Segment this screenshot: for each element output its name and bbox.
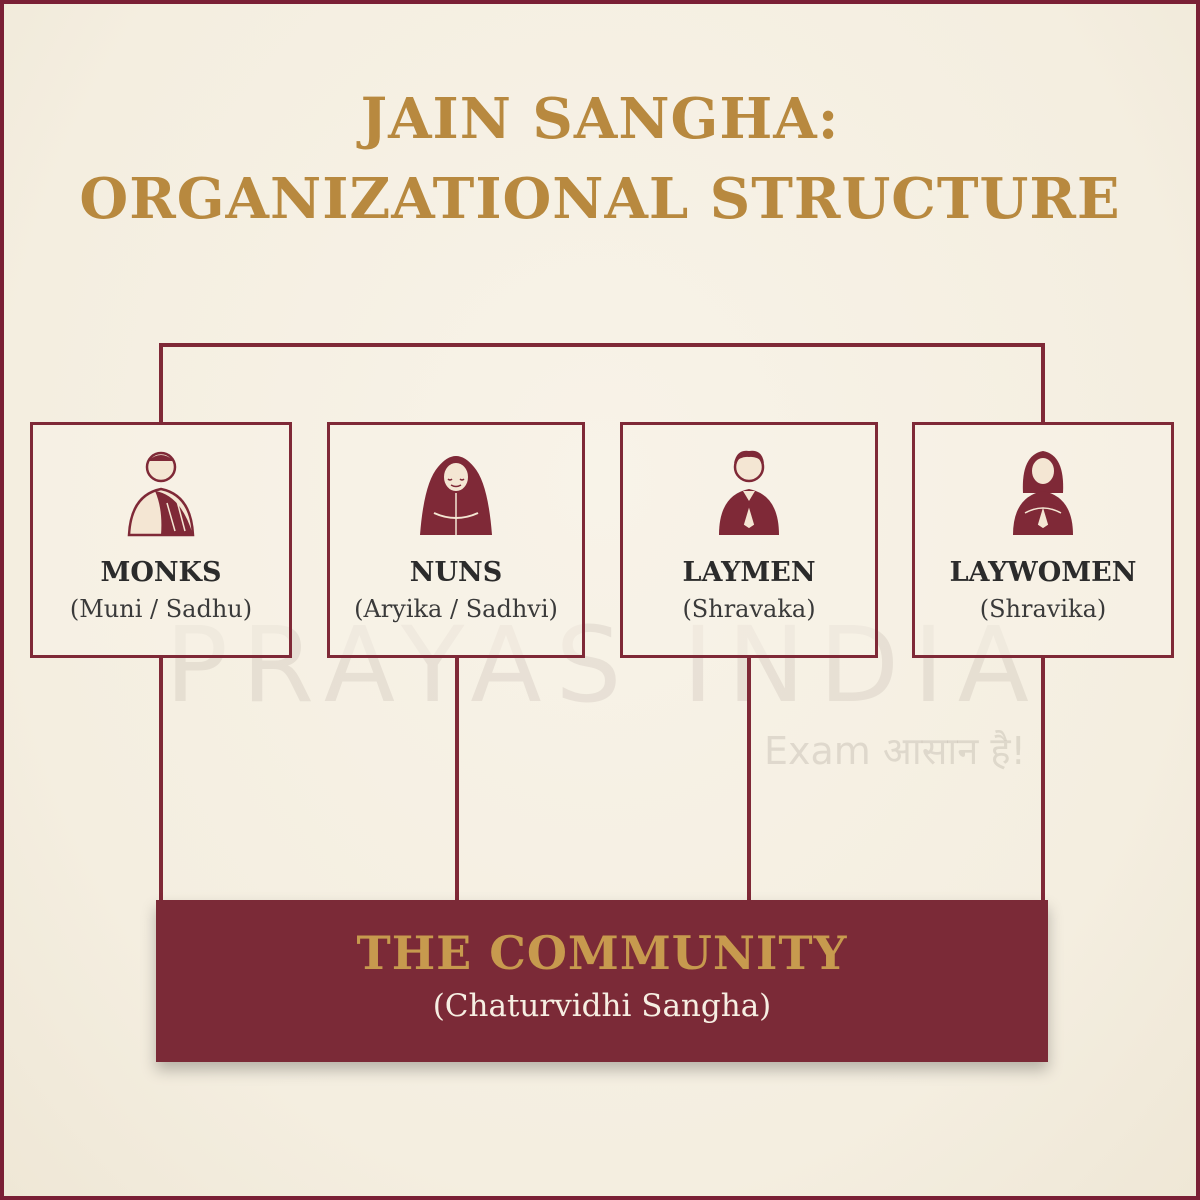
nun-icon (420, 456, 492, 535)
layman-icon (719, 450, 779, 535)
member-box-laymen: LAYMEN (Shravaka) (620, 422, 878, 658)
community-subtitle: (Chaturvidhi Sangha) (432, 988, 772, 1024)
monk-icon (127, 451, 195, 537)
top-bracket-line (159, 343, 1045, 424)
member-subtitle: (Shravaka) (682, 595, 816, 623)
member-subtitle: (Aryika / Sadhvi) (354, 595, 558, 623)
member-name: LAYMEN (682, 557, 816, 588)
laywoman-icon (1013, 451, 1073, 535)
member-subtitle: (Muni / Sadhu) (69, 595, 253, 623)
watermark-tagline: Exam आसान है! (764, 729, 1026, 773)
title-line-1: JAIN SANGHA: (360, 86, 840, 152)
community-box: THE COMMUNITY (Chaturvidhi Sangha) (156, 900, 1048, 1062)
title-line-2: ORGANIZATIONAL STRUCTURE (79, 166, 1121, 232)
member-name: LAYWOMEN (949, 557, 1137, 588)
member-box-laywomen: LAYWOMEN (Shravika) (912, 422, 1174, 658)
member-name: NUNS (409, 557, 503, 588)
watermark-brand: PRAYAS INDIA (165, 604, 1043, 726)
community-title: THE COMMUNITY (356, 926, 848, 980)
member-name: MONKS (100, 557, 222, 588)
member-subtitle: (Shravika) (979, 595, 1107, 623)
connector-lines (159, 343, 1045, 902)
member-box-monks: MONKS (Muni / Sadhu) (30, 422, 292, 658)
member-box-nuns: NUNS (Aryika / Sadhvi) (327, 422, 585, 658)
